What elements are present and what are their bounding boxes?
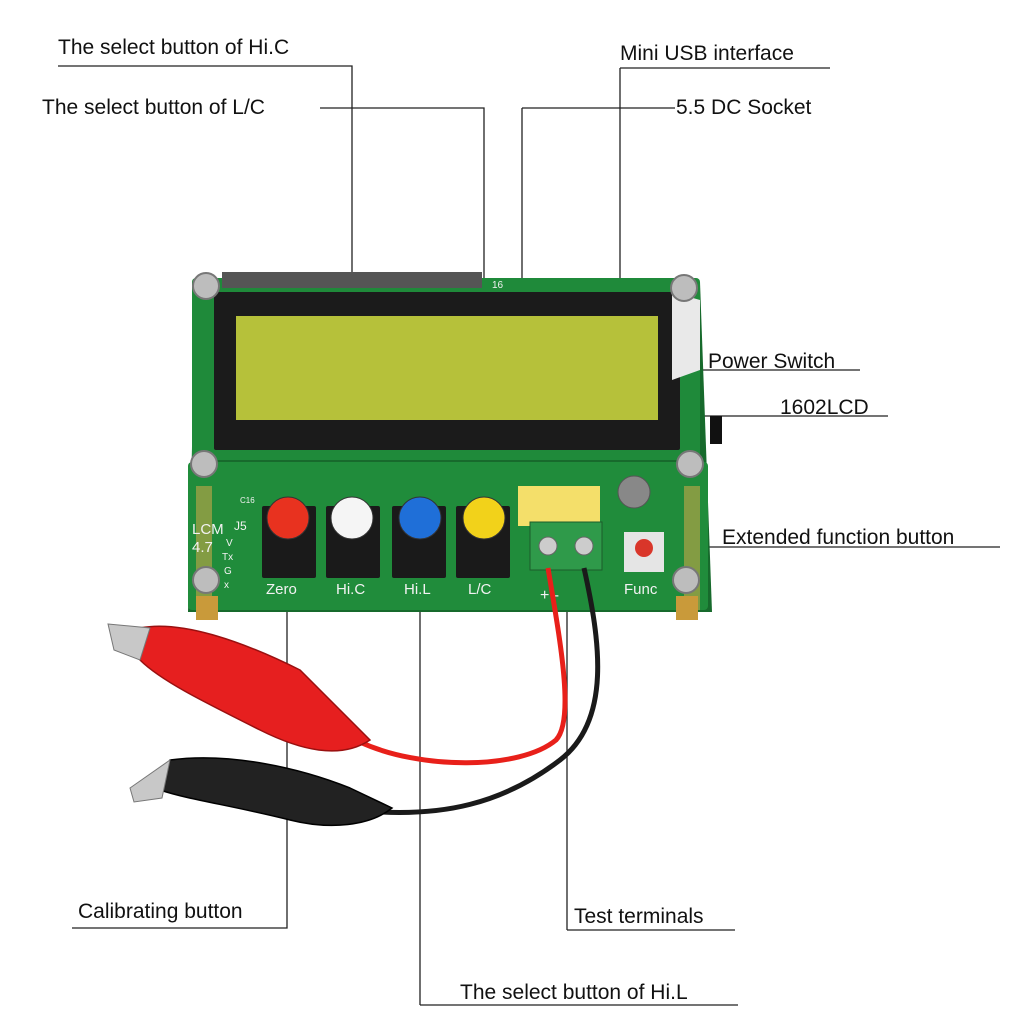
lc-label: L/C — [468, 581, 492, 598]
func-button-cap — [635, 539, 653, 557]
hic-select-label: The select button of Hi.C — [58, 36, 290, 59]
lcm-text: LCM — [192, 521, 224, 538]
version-text: 4.7 — [192, 539, 213, 556]
black-lead-wire — [379, 567, 601, 816]
power-switch — [710, 416, 722, 444]
pin-tx: Tx — [222, 552, 233, 563]
red-clip — [107, 623, 372, 752]
screws — [190, 272, 704, 594]
hil-button-cap — [398, 496, 442, 540]
standoff-bottom-right — [676, 596, 698, 620]
standoff-bottom-left — [196, 596, 218, 620]
pin-g: G — [224, 566, 232, 577]
hil-label: Hi.L — [404, 581, 431, 598]
zero-label: Zero — [266, 581, 297, 598]
calibrating-label: Calibrating button — [78, 900, 243, 923]
calib-leader — [72, 520, 288, 929]
red-lead-wire — [358, 567, 568, 766]
yellow-capacitor — [518, 486, 600, 526]
white-tab — [672, 292, 700, 380]
lcd-screen — [236, 316, 658, 420]
mini-usb-label: Mini USB interface — [620, 42, 794, 65]
func-button-label: Extended function button — [722, 526, 955, 549]
hic-button-cap — [330, 496, 374, 540]
func-label: Func — [624, 581, 658, 598]
header-text: J5 — [234, 519, 247, 533]
hil-select-label: The select button of Hi.L — [460, 981, 688, 1004]
lc-button-cap — [462, 496, 506, 540]
pin-v: V — [226, 538, 233, 549]
hic-label: Hi.C — [336, 581, 365, 598]
zero-button-cap — [266, 496, 310, 540]
black-clip — [129, 757, 394, 827]
pin-x: x — [224, 580, 229, 591]
lc-select-label: The select button of L/C — [42, 96, 265, 119]
lcd-label: 1602LCD — [780, 396, 869, 419]
c16-text: C16 — [240, 496, 255, 505]
power-switch-label: Power Switch — [708, 350, 836, 373]
test-terminals-label: Test terminals — [574, 905, 704, 928]
pin16-text: 16 — [492, 280, 504, 291]
header-pins — [222, 272, 482, 288]
electrolytic-cap — [617, 475, 651, 509]
dc-socket-label: 5.5 DC Socket — [676, 96, 812, 119]
